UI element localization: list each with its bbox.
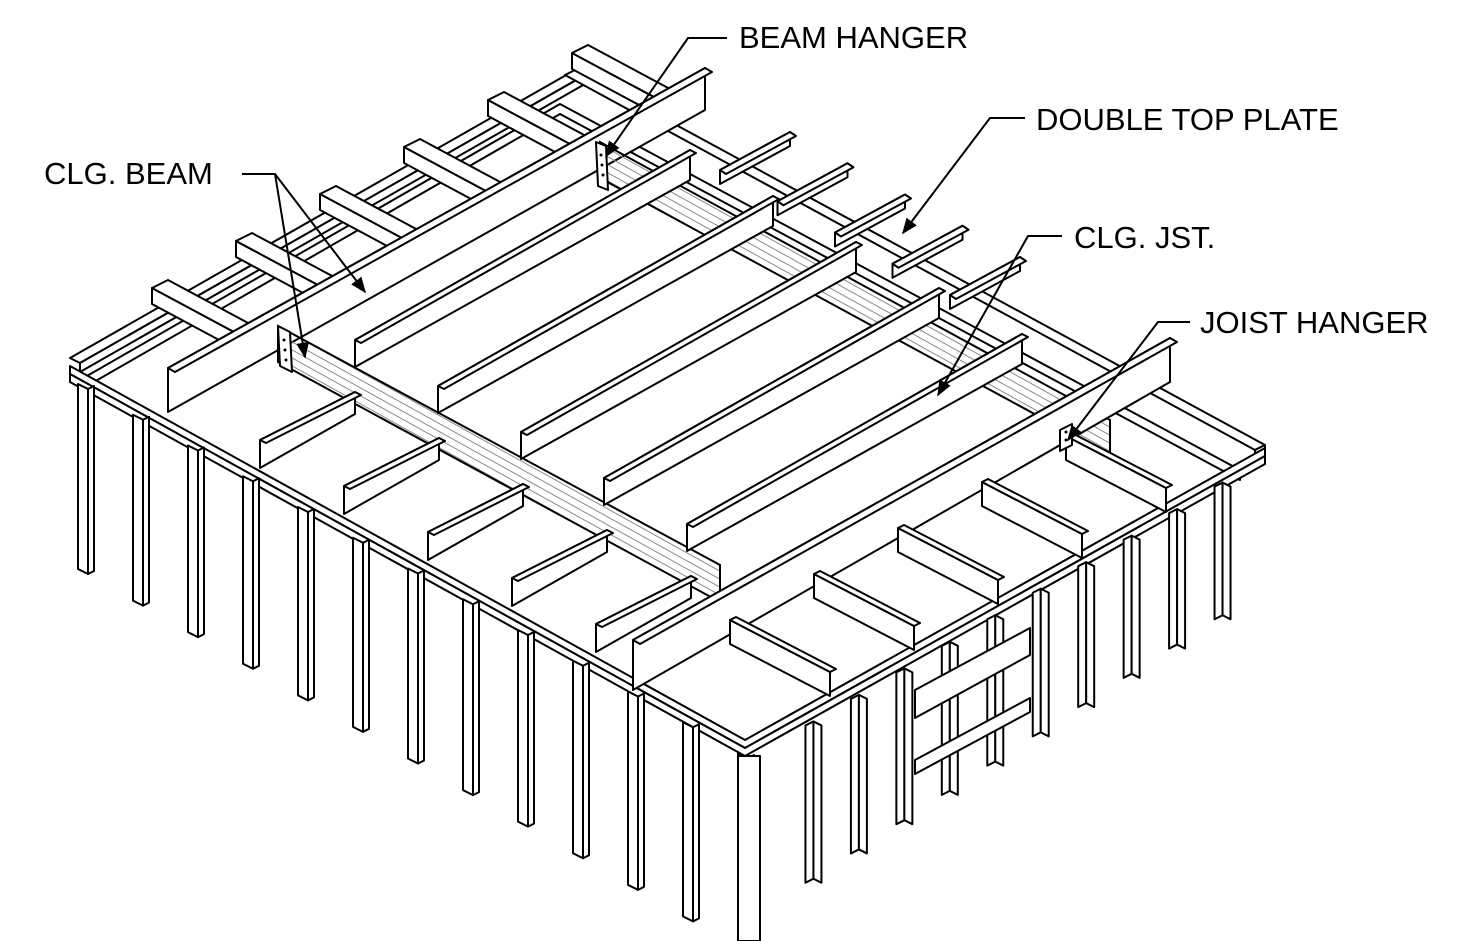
wall-stud-side bbox=[857, 693, 868, 855]
short-ceiling-joist-top bbox=[343, 437, 446, 490]
wall-stud bbox=[804, 720, 815, 884]
short-ceiling-joist-top bbox=[595, 575, 698, 628]
wall-stud bbox=[895, 667, 906, 826]
wall-stud-side bbox=[692, 723, 700, 923]
label-beam-hanger: BEAM HANGER bbox=[739, 20, 968, 55]
ceiling-beam-right bbox=[632, 337, 1178, 691]
double-top-plate bbox=[69, 365, 1266, 757]
wall-stud-side bbox=[142, 415, 150, 607]
wall-stud-side bbox=[197, 446, 205, 639]
ceiling-beam-left bbox=[167, 67, 713, 413]
short-ceiling-joist-top bbox=[427, 483, 530, 536]
wall-stud-side bbox=[1176, 508, 1187, 650]
wall-stud-side bbox=[903, 667, 914, 826]
wall-stud bbox=[77, 383, 89, 575]
short-ceiling-joist-top bbox=[259, 391, 362, 444]
wall-stud bbox=[352, 536, 364, 733]
ceiling-joist-top bbox=[520, 241, 863, 436]
wall-stud bbox=[986, 614, 997, 767]
wall-stud-side bbox=[362, 538, 370, 733]
outrigger-joist-top bbox=[834, 193, 912, 238]
short-ceiling-joist-top bbox=[729, 616, 837, 673]
wall-stud bbox=[627, 690, 639, 891]
wall-stud-side bbox=[1085, 561, 1096, 709]
wall-stud-side bbox=[527, 631, 535, 828]
beam-hanger-left bbox=[277, 325, 293, 373]
wall-stud bbox=[572, 659, 584, 860]
wall-stud-side bbox=[948, 640, 959, 796]
outrigger-joist-top bbox=[891, 224, 970, 269]
wall-stud-side bbox=[1130, 534, 1141, 679]
wall-stud bbox=[242, 475, 254, 670]
wall-stud bbox=[297, 506, 309, 702]
outrigger-joist-top bbox=[719, 131, 797, 175]
wall-stud bbox=[1213, 481, 1224, 621]
outrigger-joist-top bbox=[776, 162, 855, 207]
wall-stud-side bbox=[637, 692, 645, 891]
label-double-top-plate: DOUBLE TOP PLATE bbox=[1036, 102, 1339, 137]
wall-stud-side bbox=[994, 614, 1005, 767]
wall-stud bbox=[940, 640, 951, 796]
short-ceiling-joist-top bbox=[981, 478, 1089, 535]
outrigger-joists bbox=[151, 44, 1027, 349]
leaders bbox=[242, 37, 1190, 442]
short-ceiling-joist-top bbox=[813, 570, 921, 627]
label-joist-hanger: JOIST HANGER bbox=[1200, 305, 1429, 340]
wall-stud-side bbox=[472, 600, 480, 797]
wall-stud-side bbox=[417, 569, 425, 765]
ceiling-joist-top bbox=[354, 149, 697, 344]
window-header bbox=[914, 627, 1031, 775]
left-wall-studs bbox=[77, 383, 761, 941]
ceiling-joist-top bbox=[437, 195, 780, 390]
beam-hanger bbox=[595, 141, 609, 191]
wall-stud-side bbox=[812, 720, 823, 884]
wall-stud bbox=[517, 629, 529, 828]
ceiling-joists-front bbox=[259, 391, 1173, 697]
short-ceiling-joist-top bbox=[897, 524, 1005, 581]
wall-stud bbox=[849, 693, 860, 855]
wall-stud bbox=[1077, 561, 1088, 709]
ceiling-joist-top bbox=[603, 287, 946, 482]
outrigger-joist-top bbox=[949, 256, 1027, 300]
wall-stud bbox=[187, 444, 199, 639]
label-clg-beam: CLG. BEAM bbox=[44, 156, 213, 191]
short-ceiling-joist-top bbox=[511, 529, 614, 582]
wall-stud bbox=[682, 721, 694, 923]
wall-stud bbox=[407, 567, 419, 765]
wall-stud-side bbox=[582, 661, 590, 860]
wall-stud-side bbox=[1039, 587, 1050, 738]
wall-stud-side bbox=[1221, 481, 1232, 621]
wall-stud bbox=[462, 598, 474, 797]
wall-stud bbox=[1168, 508, 1179, 650]
wall-stud-side bbox=[307, 508, 315, 702]
wall-stud bbox=[1122, 534, 1133, 679]
wall-stud-side bbox=[87, 385, 95, 575]
wall-stud bbox=[132, 413, 144, 607]
wall-stud bbox=[1031, 587, 1042, 738]
right-wall-studs bbox=[804, 481, 1232, 884]
wall-stud-side bbox=[252, 477, 260, 670]
corner-stud bbox=[737, 755, 761, 941]
label-clg-jst: CLG. JST. bbox=[1074, 220, 1215, 255]
